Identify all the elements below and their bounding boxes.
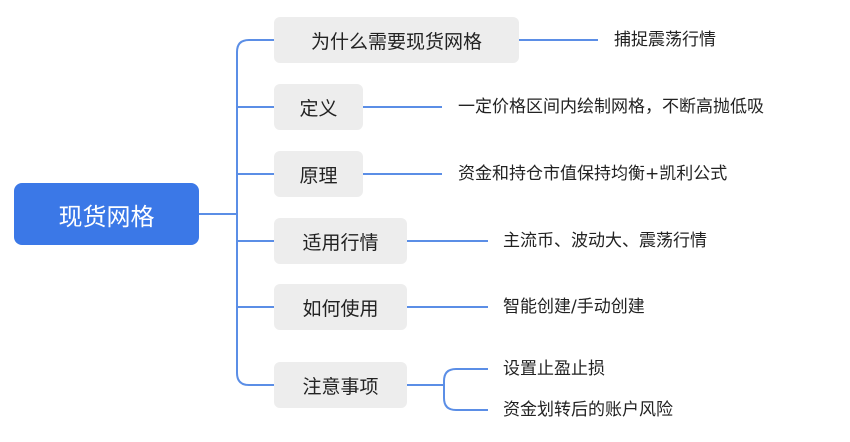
leaf-text: 设置止盈止损 bbox=[503, 359, 605, 379]
branch-node-market: 适用行情 bbox=[274, 218, 407, 264]
branch-node-usage: 如何使用 bbox=[274, 284, 407, 330]
root-node: 现货网格 bbox=[14, 183, 199, 245]
leaf-text: 一定价格区间内绘制网格，不断高抛低吸 bbox=[458, 97, 764, 117]
spine-connector bbox=[236, 39, 274, 386]
leaf-text: 主流币、波动大、震荡行情 bbox=[503, 231, 707, 251]
leaf-text: 捕捉震荡行情 bbox=[614, 30, 716, 50]
branch-node-why: 为什么需要现货网格 bbox=[274, 17, 519, 63]
leaf-text: 智能创建/手动创建 bbox=[503, 297, 645, 317]
branch-node-notes: 注意事项 bbox=[274, 362, 407, 408]
branch-node-principle: 原理 bbox=[274, 151, 363, 197]
leaf-text: 资金划转后的账户风险 bbox=[503, 400, 673, 420]
leaf-connector bbox=[443, 368, 488, 411]
leaf-text: 资金和持仓市值保持均衡+凯利公式 bbox=[458, 164, 728, 184]
branch-node-definition: 定义 bbox=[274, 84, 363, 130]
